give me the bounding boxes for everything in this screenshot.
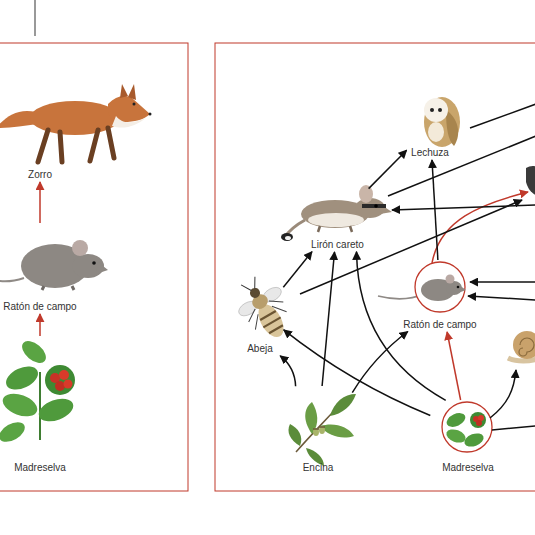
oak-drawing xyxy=(288,394,356,466)
owl-drawing xyxy=(424,97,460,147)
organism-node: Zorro xyxy=(0,78,80,180)
feeding-arrow xyxy=(39,182,41,223)
snail-drawing xyxy=(508,331,535,361)
organism-label: Madreselva xyxy=(14,462,66,473)
feeding-arrow xyxy=(322,252,334,386)
dormouse-drawing xyxy=(281,185,392,241)
feeding-arrow xyxy=(283,252,312,288)
organism-node: Ratón de campo xyxy=(400,262,480,330)
rule-line xyxy=(34,0,35,36)
organism-label: Lechuza xyxy=(411,147,449,158)
fox-drawing xyxy=(0,84,152,162)
feeding-arrow xyxy=(369,150,407,188)
organism-node: Madreselva xyxy=(432,402,504,473)
organism-label: Ratón de campo xyxy=(403,319,476,330)
organism-label: Abeja xyxy=(247,343,273,354)
organism-label: Ratón de campo xyxy=(3,301,76,312)
feeding-arrow xyxy=(352,332,408,393)
honeysuckle-drawing xyxy=(0,337,76,446)
organism-node: Ratón de campo xyxy=(0,225,80,312)
organism-node: Encina xyxy=(285,388,351,473)
organism-node: Madreselva xyxy=(0,338,80,473)
feeding-arrow xyxy=(284,330,431,416)
feeding-arrow xyxy=(280,356,295,386)
organism-label: Encina xyxy=(303,462,334,473)
organism-label: Zorro xyxy=(28,169,52,180)
feeding-arrow xyxy=(432,160,438,260)
feeding-arrow xyxy=(39,314,41,336)
feeding-arrow xyxy=(447,332,461,400)
bee-drawing xyxy=(227,269,301,348)
organism-node: Abeja xyxy=(238,278,282,354)
panel-frame xyxy=(215,43,535,491)
mouse-drawing xyxy=(378,262,466,312)
organism-node: Lechuza xyxy=(408,95,452,158)
organism-label: Madreselva xyxy=(442,462,494,473)
mouse-drawing xyxy=(0,240,108,290)
honeysuckle-drawing xyxy=(442,402,492,452)
organism-label: Lirón careto xyxy=(311,239,364,250)
panel-frame xyxy=(0,43,188,491)
organism-node: Lirón careto xyxy=(290,190,385,250)
food-web-lines xyxy=(300,104,535,430)
